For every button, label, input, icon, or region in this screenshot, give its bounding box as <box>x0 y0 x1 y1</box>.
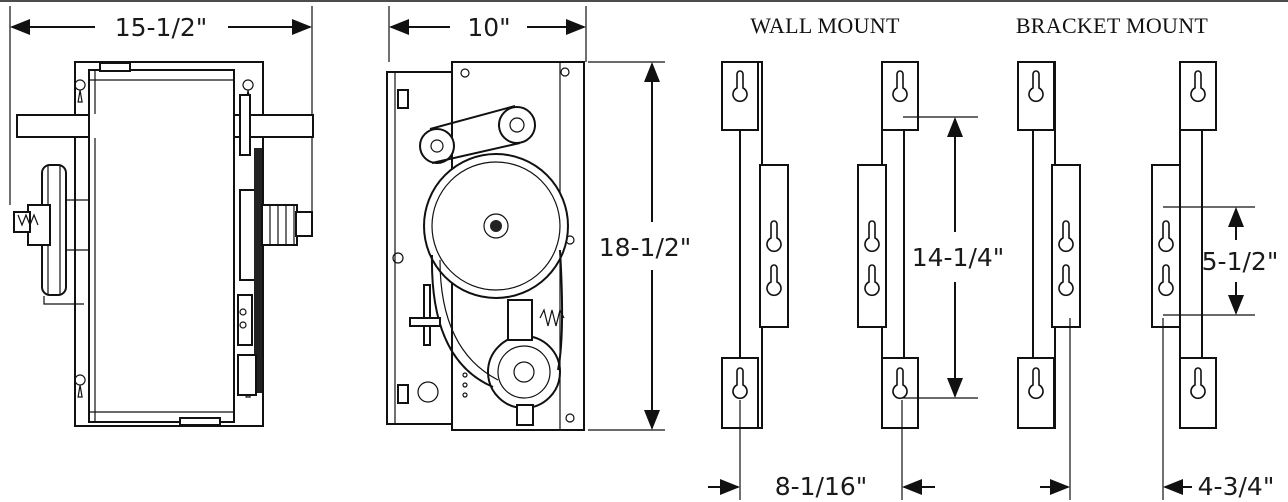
side-view: 15-1/2" <box>9 6 314 427</box>
dim-wall-rail-spacing: 8-1/16" <box>775 472 868 501</box>
keyhole-slot <box>1028 70 1044 103</box>
front-view: 10" <box>386 6 692 431</box>
keyhole-slot <box>1058 220 1074 253</box>
dim-height: 18-1/2" <box>599 233 692 262</box>
dim-bracket-hole-spacing: 5-1/2" <box>1202 247 1279 276</box>
bracket-mount-title: BRACKET MOUNT <box>1016 13 1209 38</box>
keyhole-slot <box>766 220 782 253</box>
motor-pulley <box>487 335 561 409</box>
bracket-mount-dimensions: 5-1/2" 4-3/4" <box>1040 206 1279 501</box>
small-sprocket <box>419 128 455 164</box>
dim-overall-width: 15-1/2" <box>115 13 208 42</box>
keyhole-slot <box>1028 367 1044 400</box>
mount-tab <box>1151 164 1181 328</box>
dim-depth: 10" <box>467 13 510 42</box>
keyhole-slot <box>766 264 782 297</box>
dim-wall-hole-spacing: 14-1/4" <box>912 243 1005 272</box>
wall-mount-dimensions: 14-1/4" 8-1/16" <box>708 116 1005 501</box>
mount-tab <box>1051 164 1081 328</box>
mount-rails <box>721 61 1217 429</box>
keyhole-slot <box>864 220 880 253</box>
keyhole-slot <box>732 70 748 103</box>
drive-chain <box>429 105 521 164</box>
keyhole-slot <box>1058 264 1074 297</box>
limit-switch-assembly <box>261 204 298 246</box>
keyhole-slot <box>1158 264 1174 297</box>
spring <box>539 308 565 327</box>
keyhole-slot <box>864 264 880 297</box>
keyhole-slot <box>892 70 908 103</box>
large-sprocket <box>498 106 536 144</box>
mount-tab <box>857 164 887 328</box>
keyhole-slot <box>732 367 748 400</box>
keyhole-slot <box>1190 70 1206 103</box>
dim-bracket-rail-spacing: 4-3/4" <box>1198 472 1275 501</box>
keyhole-slot <box>1158 220 1174 253</box>
v-belt <box>430 249 564 388</box>
drive-belt <box>254 148 262 393</box>
keyhole-slot <box>892 367 908 400</box>
keyhole-slot <box>1190 367 1206 400</box>
wall-mount-title: WALL MOUNT <box>750 13 900 38</box>
